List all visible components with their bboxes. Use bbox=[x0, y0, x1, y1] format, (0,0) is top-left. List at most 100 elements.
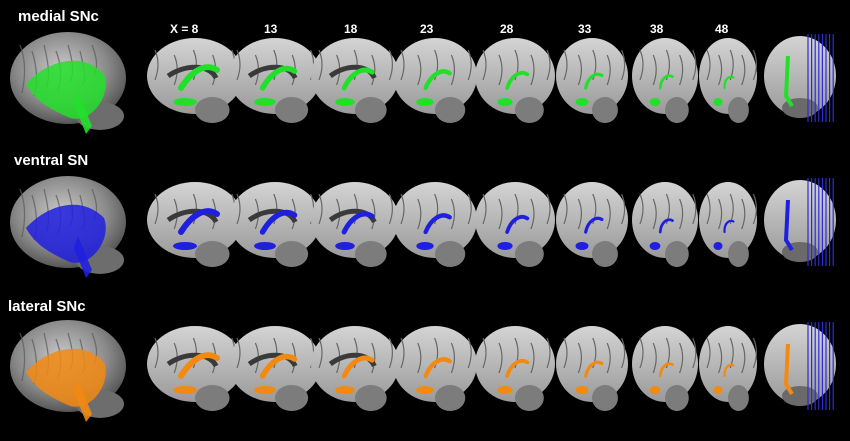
slice-sulcus bbox=[563, 193, 568, 225]
slice-sulcus bbox=[652, 342, 657, 374]
slice-sulcus bbox=[546, 49, 551, 81]
slice-sulcus bbox=[273, 49, 278, 81]
slice-label-x13: 13 bbox=[264, 22, 278, 36]
slice-sulcus bbox=[371, 198, 376, 230]
slice-sulcus bbox=[450, 342, 455, 374]
slice-corpus-callosum bbox=[247, 352, 298, 368]
row-label-lateral-snc: lateral SNc bbox=[8, 298, 86, 315]
coronal-slice bbox=[764, 180, 836, 260]
slice-sulcus bbox=[371, 54, 376, 86]
slice-midbrain-overlay bbox=[335, 242, 355, 250]
slice-sulcus bbox=[606, 198, 611, 230]
slice-label-x48: 48 bbox=[715, 22, 729, 36]
render-3d-sulcus bbox=[19, 332, 26, 382]
sagittal-slice-1-6 bbox=[632, 182, 698, 267]
slice-cerebellum bbox=[275, 385, 309, 411]
slice-tract-overlay bbox=[423, 69, 452, 91]
slice-sulcus bbox=[236, 337, 241, 369]
slice-label-x23: 23 bbox=[420, 22, 434, 36]
slice-corpus-callosum bbox=[166, 64, 219, 80]
sagittal-slice-0-1 bbox=[229, 38, 321, 123]
slice-sulcus bbox=[192, 49, 197, 81]
slice-sulcus bbox=[388, 193, 393, 225]
slice-sulcus bbox=[236, 49, 241, 81]
slice-sulcus bbox=[563, 49, 568, 81]
slice-sulcus bbox=[679, 198, 684, 230]
slice-sulcus bbox=[450, 54, 455, 86]
slice-sulcus bbox=[592, 193, 597, 225]
slice-tract-overlay bbox=[723, 75, 735, 90]
slice-midbrain-overlay bbox=[335, 386, 355, 394]
slice-midbrain-overlay bbox=[497, 242, 513, 250]
sagittal-slice-0-5 bbox=[556, 38, 628, 123]
slice-cerebellum bbox=[728, 97, 749, 123]
slice-sulcus bbox=[467, 337, 472, 369]
slice-midbrain-overlay bbox=[649, 242, 661, 250]
slice-sulcus bbox=[546, 193, 551, 225]
slice-sulcus bbox=[434, 337, 439, 369]
slice-tract-overlay bbox=[259, 209, 298, 235]
slice-sulcus bbox=[482, 193, 487, 225]
slice-sulcus bbox=[417, 54, 422, 86]
slice-tract-overlay bbox=[259, 65, 298, 91]
slice-sulcus bbox=[530, 342, 535, 374]
slice-sulcus bbox=[400, 49, 405, 81]
slice-cerebellum bbox=[665, 385, 689, 411]
slice-corpus-callosum bbox=[328, 352, 377, 368]
slice-sulcus bbox=[434, 49, 439, 81]
slice-midbrain-overlay bbox=[254, 98, 276, 106]
sagittal-slice-0-0 bbox=[147, 38, 243, 123]
slice-midbrain-overlay bbox=[416, 98, 434, 106]
slice-sulcus bbox=[692, 337, 697, 369]
slice-tract-overlay bbox=[178, 64, 220, 91]
slice-midbrain-overlay bbox=[497, 386, 513, 394]
row-label-medial-snc: medial SNc bbox=[18, 8, 99, 25]
slice-label-x28: 28 bbox=[500, 22, 514, 36]
slice-midbrain-overlay bbox=[173, 386, 197, 394]
slice-cerebellum bbox=[515, 97, 544, 123]
slice-sulcus bbox=[752, 337, 757, 369]
slice-sulcus bbox=[273, 337, 278, 369]
slice-sulcus bbox=[621, 337, 626, 369]
slice-sulcus bbox=[592, 49, 597, 81]
slice-sulcus bbox=[530, 198, 535, 230]
slice-sulcus bbox=[577, 198, 582, 230]
render-3d-sulcus bbox=[19, 44, 26, 94]
sagittal-slice-2-1 bbox=[229, 326, 321, 411]
slice-cerebellum bbox=[195, 241, 230, 267]
slice-sulcus bbox=[154, 337, 159, 369]
slice-label-x38: 38 bbox=[650, 22, 664, 36]
slice-sulcus bbox=[434, 193, 439, 225]
slice-midbrain-overlay bbox=[254, 242, 276, 250]
slice-corpus-callosum bbox=[166, 352, 219, 368]
sagittal-slice-0-2 bbox=[311, 38, 399, 123]
coronal-tract-overlay bbox=[783, 55, 794, 108]
sagittal-slice-0-3 bbox=[393, 38, 477, 123]
slice-cerebellum bbox=[275, 241, 309, 267]
slice-cerebellum bbox=[435, 241, 466, 267]
slice-cerebellum bbox=[592, 241, 618, 267]
slice-sulcus bbox=[752, 193, 757, 225]
slice-tract-overlay bbox=[658, 218, 674, 234]
slice-sulcus bbox=[530, 54, 535, 86]
slice-sulcus bbox=[639, 49, 644, 81]
slice-sulcus bbox=[498, 198, 503, 230]
slice-corpus-callosum bbox=[247, 208, 298, 224]
slice-sulcus bbox=[353, 193, 358, 225]
slice-cerebellum bbox=[355, 241, 387, 267]
sagittal-slice-1-1 bbox=[229, 182, 321, 267]
slice-sulcus bbox=[546, 337, 551, 369]
sagittal-slice-0-6 bbox=[632, 38, 698, 123]
sagittal-slice-0-7 bbox=[699, 38, 757, 123]
slice-sulcus bbox=[498, 54, 503, 86]
slice-label-x18: 18 bbox=[344, 22, 358, 36]
sagittal-slice-2-3 bbox=[393, 326, 477, 411]
slice-tract-overlay bbox=[505, 70, 530, 90]
slice-sulcus bbox=[388, 49, 393, 81]
slice-midbrain-overlay bbox=[713, 386, 723, 394]
slice-sulcus bbox=[706, 337, 711, 369]
slice-midbrain-overlay bbox=[416, 242, 434, 250]
slice-label-x8: X = 8 bbox=[170, 22, 199, 36]
render-3d-sulcus bbox=[19, 188, 26, 238]
slice-sulcus bbox=[318, 49, 323, 81]
